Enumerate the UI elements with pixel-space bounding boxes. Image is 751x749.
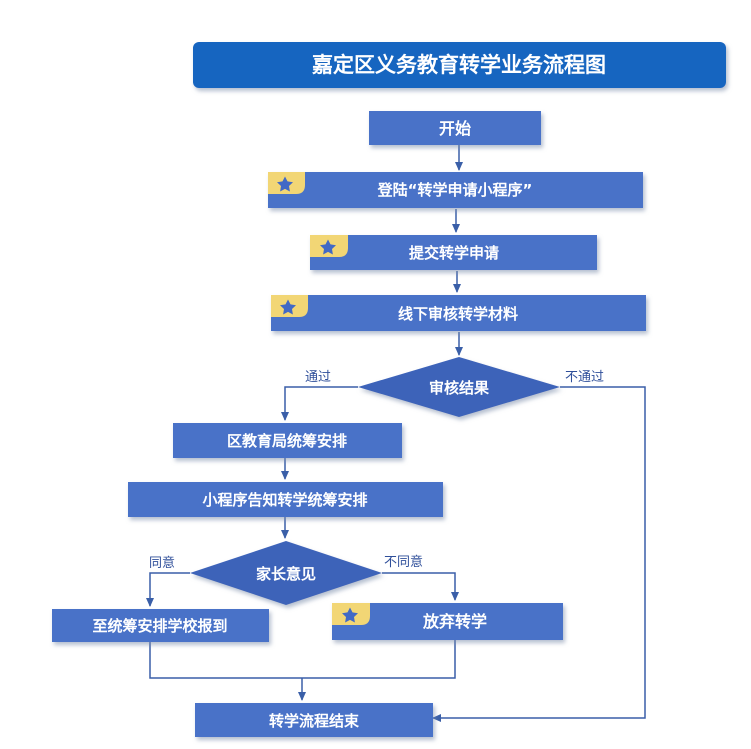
node-review-result-label: 审核结果 xyxy=(429,379,490,397)
star-icon xyxy=(332,603,370,625)
label-agree: 同意 xyxy=(149,555,175,571)
node-offline-review-label: 线下审核转学材料 xyxy=(398,305,518,323)
star-icon xyxy=(271,295,308,317)
node-start-label: 开始 xyxy=(439,119,471,138)
node-report-school-label: 至统筹安排学校报到 xyxy=(92,617,227,635)
node-start: 开始 xyxy=(369,111,541,145)
edge-disagree xyxy=(382,572,459,601)
node-parent-opinion-label: 家长意见 xyxy=(256,565,316,583)
node-parent-opinion: 家长意见 xyxy=(190,541,382,605)
node-district-arrange: 区教育局统筹安排 xyxy=(173,423,402,458)
connectors xyxy=(146,145,646,722)
label-pass: 通过 xyxy=(305,370,331,385)
node-end: 转学流程结束 xyxy=(195,703,433,737)
title-banner: 嘉定区义务教育转学业务流程图 xyxy=(193,42,726,88)
edge-pass xyxy=(281,386,358,421)
node-submit: 提交转学申请 xyxy=(310,235,597,270)
edge-fail xyxy=(432,386,646,722)
node-login: 登陆“转学申请小程序” xyxy=(268,172,643,208)
node-review-result: 审核结果 xyxy=(358,357,560,417)
node-give-up-label: 放弃转学 xyxy=(422,612,487,631)
star-icon xyxy=(268,172,305,194)
page-title: 嘉定区义务教育转学业务流程图 xyxy=(312,53,606,77)
node-notify: 小程序告知转学统筹安排 xyxy=(128,482,443,517)
label-disagree: 不同意 xyxy=(384,554,423,570)
node-notify-label: 小程序告知转学统筹安排 xyxy=(202,491,367,509)
edge-merge xyxy=(149,640,456,679)
node-report-school: 至统筹安排学校报到 xyxy=(52,609,269,642)
edge-agree xyxy=(146,572,190,607)
node-login-label: 登陆“转学申请小程序” xyxy=(377,181,533,199)
node-end-label: 转学流程结束 xyxy=(269,712,360,730)
label-fail: 不通过 xyxy=(565,370,604,385)
node-give-up: 放弃转学 xyxy=(332,603,563,640)
node-offline-review: 线下审核转学材料 xyxy=(271,295,646,331)
node-district-arrange-label: 区教育局统筹安排 xyxy=(227,432,347,450)
node-submit-label: 提交转学申请 xyxy=(409,244,499,262)
star-icon xyxy=(310,235,348,257)
